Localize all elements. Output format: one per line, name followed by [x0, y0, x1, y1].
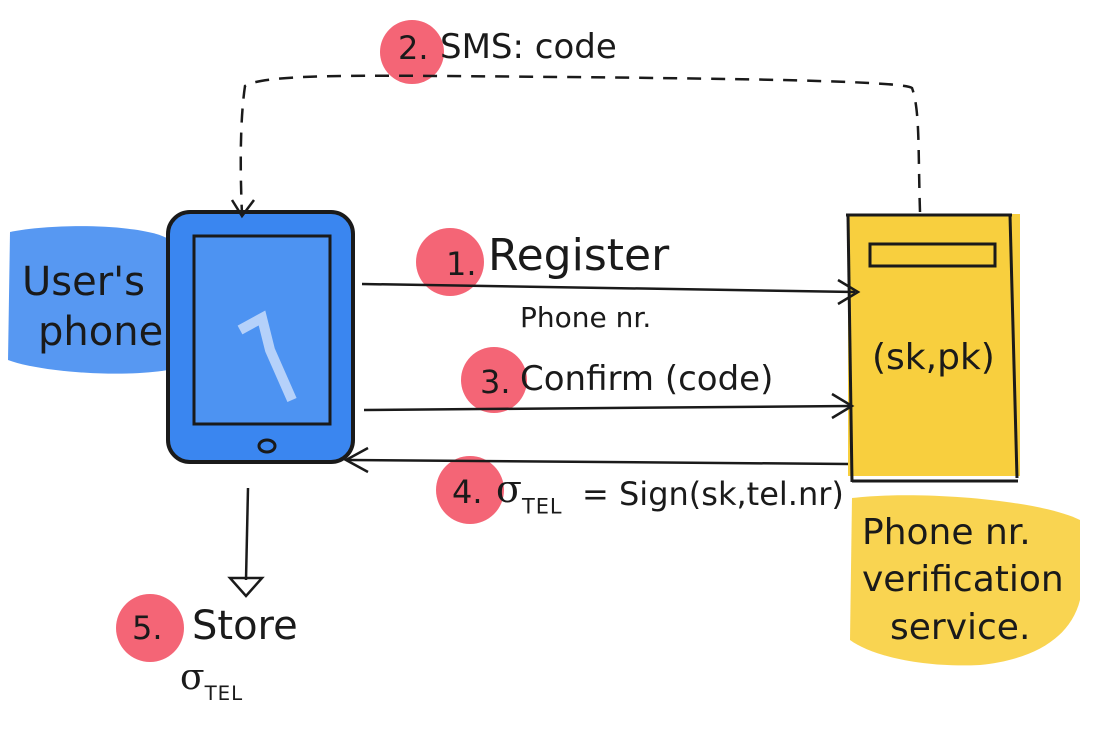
- step-4-sigma: σTEL: [496, 467, 563, 519]
- user-label-highlight: [8, 226, 170, 374]
- step-4-number: 4.: [452, 473, 483, 511]
- step-5-sigma-subscript: TEL: [204, 681, 244, 705]
- register-arrow: [361, 282, 856, 294]
- signature-arrow: [347, 458, 849, 466]
- step-3-text: Confirm (code): [520, 359, 774, 399]
- step-5-sigma: σTEL: [180, 657, 244, 705]
- step-1-subtext: Phone nr.: [520, 301, 652, 334]
- step-2-text: SMS: code: [440, 27, 617, 67]
- step-2-highlight: [380, 20, 444, 84]
- service-label-line1: Phone nr.: [862, 512, 1031, 553]
- step-2-number: 2.: [398, 29, 429, 67]
- store-arrowhead: [227, 576, 265, 598]
- step-3-number: 3.: [480, 363, 511, 401]
- service-keys: (sk,pk): [872, 337, 995, 378]
- sms-dashed-arrow: [239, 74, 922, 215]
- step-4-text: = Sign(sk,tel.nr): [582, 475, 844, 513]
- step-5-highlight: [116, 594, 184, 662]
- service-label-line2: verification: [862, 559, 1064, 600]
- step-4-highlight: [436, 456, 504, 524]
- step-3-highlight: [461, 347, 527, 413]
- user-phone-label-line1: User's: [22, 259, 146, 305]
- step-4-sigma-subscript: TEL: [521, 494, 563, 519]
- user-phone-device: [166, 210, 355, 464]
- signature-arrowhead: [343, 446, 369, 474]
- step-5-text: Store: [192, 603, 298, 649]
- confirm-arrowhead: [831, 392, 855, 420]
- verification-service-device: [846, 213, 1020, 483]
- store-arrow: [244, 487, 250, 581]
- step-1-number: 1.: [446, 245, 477, 283]
- user-phone-label-line2: phone: [38, 309, 164, 355]
- sms-arrowhead: [230, 199, 255, 219]
- step-5-number: 5.: [132, 609, 163, 647]
- service-label-highlight: [850, 495, 1080, 666]
- step-1-text: Register: [488, 230, 670, 281]
- step-1-highlight: [416, 228, 484, 296]
- register-arrowhead: [837, 278, 861, 306]
- service-label-line3: service.: [890, 607, 1031, 648]
- confirm-arrow: [363, 404, 851, 412]
